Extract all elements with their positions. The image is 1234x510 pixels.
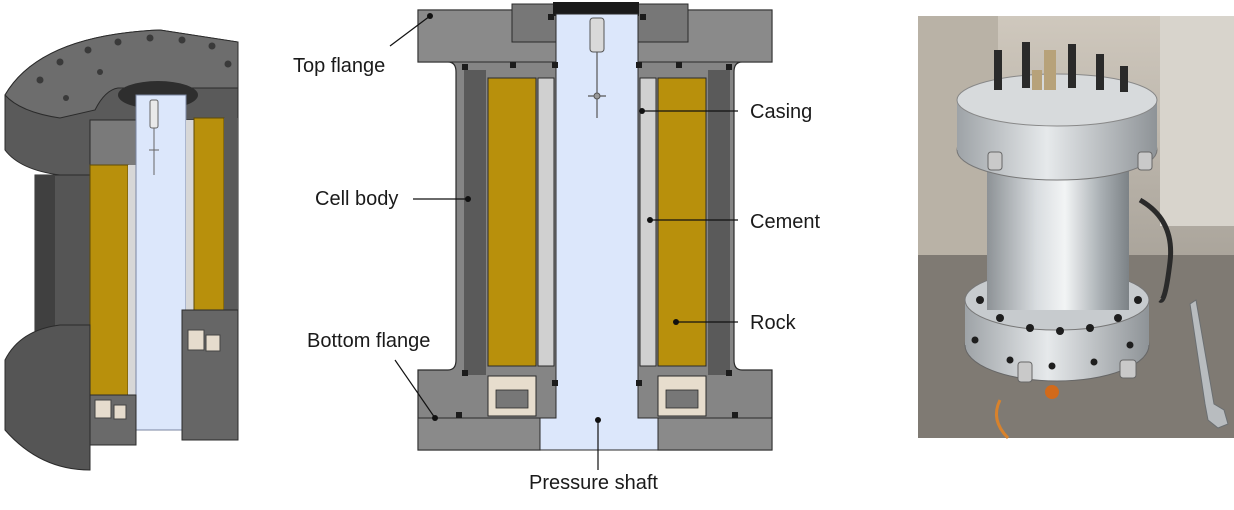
label-cement: Cement bbox=[750, 211, 820, 233]
label-bottom-flange: Bottom flange bbox=[307, 330, 430, 352]
section-labels: Top flange Cell body Bottom flange Press… bbox=[293, 13, 820, 494]
cutaway-bottom-flange bbox=[4, 324, 91, 471]
photo-wrench bbox=[1189, 299, 1229, 429]
cutaway-3d-render bbox=[4, 29, 239, 471]
label-rock: Rock bbox=[750, 312, 797, 334]
label-cell-body: Cell body bbox=[315, 188, 398, 210]
cutaway-top-flange-face bbox=[4, 29, 239, 119]
cutaway-base-inserts bbox=[94, 329, 221, 420]
photograph bbox=[918, 16, 1234, 440]
photo-hose bbox=[1138, 197, 1174, 303]
label-casing: Casing bbox=[750, 101, 812, 123]
section-pressure-shaft bbox=[539, 13, 659, 451]
photo-top-bolts bbox=[994, 42, 1128, 92]
label-top-flange: Top flange bbox=[293, 55, 385, 77]
section-cement-left bbox=[537, 77, 555, 367]
section-probe bbox=[588, 17, 606, 118]
section-seals bbox=[456, 14, 738, 418]
section-rock-right bbox=[657, 77, 707, 367]
photo-flange-bolts bbox=[971, 296, 1142, 370]
cutaway-pressure-shaft bbox=[135, 94, 187, 431]
section-rock-left bbox=[487, 77, 537, 367]
photo-fittings bbox=[987, 151, 1153, 383]
cutaway-probe bbox=[149, 99, 159, 175]
cutaway-rock-left bbox=[89, 164, 129, 396]
label-pressure-shaft: Pressure shaft bbox=[529, 472, 658, 494]
cutaway-rock-right bbox=[193, 117, 225, 344]
cross-section-diagram bbox=[417, 2, 773, 451]
cutaway-bolt-holes bbox=[36, 34, 232, 101]
